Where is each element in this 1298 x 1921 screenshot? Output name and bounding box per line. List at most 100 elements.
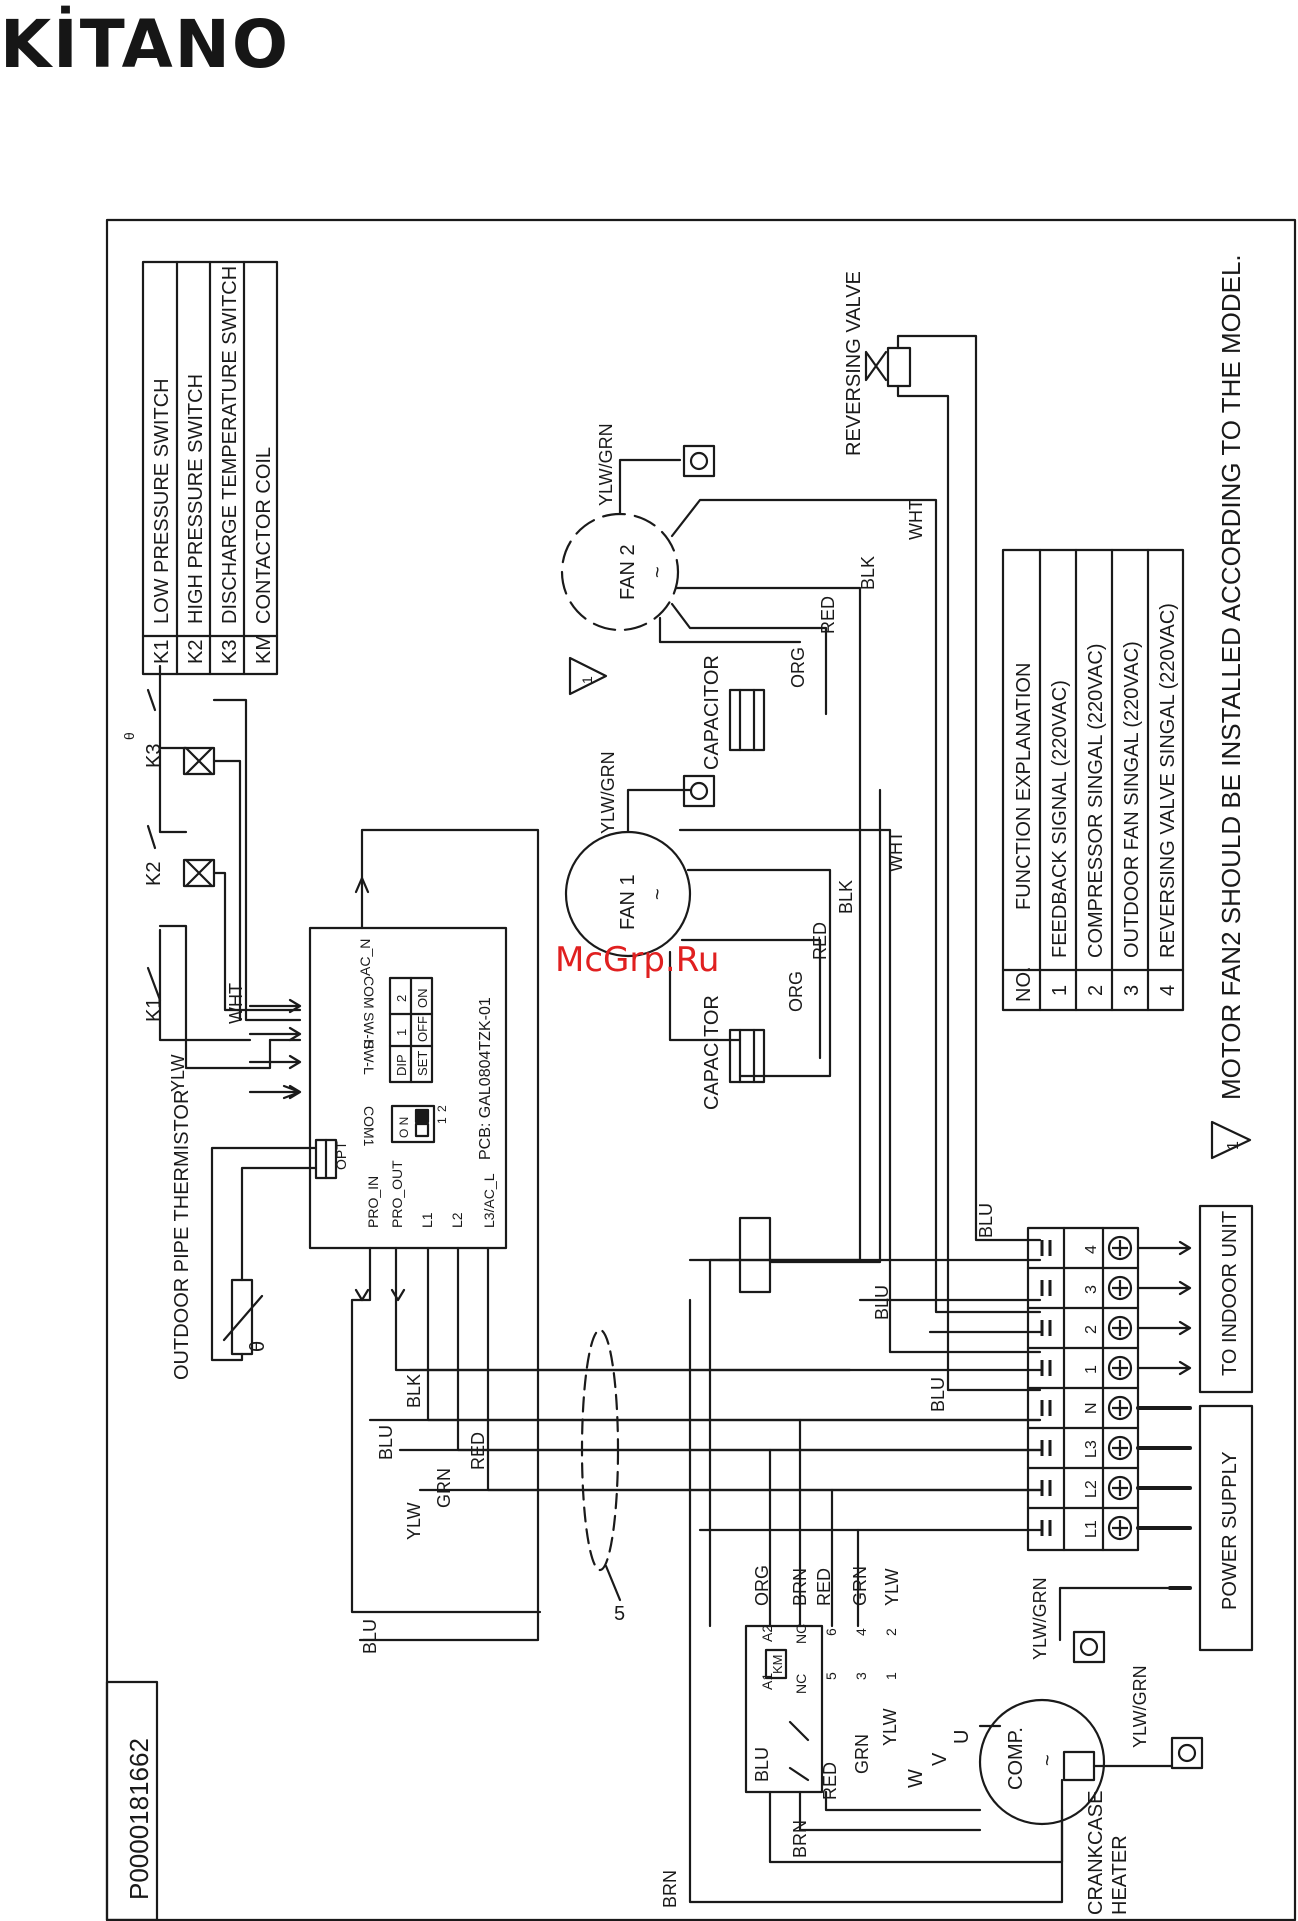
fan2-symbol: ~: [647, 566, 669, 578]
func-row-2-no: 2: [1085, 985, 1107, 996]
wire-label-org-relay: ORG: [752, 1565, 772, 1606]
wire-label-ylwgrn-comp: YLW/GRN: [1130, 1665, 1150, 1748]
warning-icon-fan2: [568, 656, 608, 696]
contactor-t5: 5: [823, 1672, 839, 1680]
power-supply-box: [1198, 1404, 1254, 1652]
legend-desc-k2: HIGH PRESSURE SWITCH: [185, 374, 207, 624]
dip-label: DIP: [394, 1054, 409, 1076]
func-row-3-no: 3: [1121, 985, 1143, 996]
dip-table: [388, 976, 434, 1084]
bundle-leader: [604, 1564, 622, 1602]
fan2-label: FAN 2: [617, 544, 639, 600]
ground-lead: [1058, 1586, 1172, 1642]
ac-n-arrow: [354, 876, 370, 894]
thermistor-symbol: [210, 1146, 318, 1362]
wire-label-red-comp: RED: [820, 1762, 840, 1800]
power-supply-label: POWER SUPPLY: [1219, 1451, 1241, 1610]
wire-label-ylw-comp: YLW: [880, 1708, 900, 1746]
diagram-frame: [105, 218, 1297, 1921]
wire-label-org-fan1: ORG: [786, 971, 806, 1012]
ground-symbols: [682, 444, 1204, 1770]
dip-switch-2: 2: [435, 1105, 449, 1112]
wire-label-ylwgrn-fan2: YLW/GRN: [596, 423, 616, 506]
func-header-desc: FUNCTION EXPLANATION: [1013, 663, 1035, 910]
terminal-screw-cross: [1112, 1240, 1128, 1256]
switch-k3-label: K3: [143, 744, 165, 768]
contactor-a2: A2: [759, 1625, 775, 1642]
legend-code-k2: K2: [185, 640, 207, 664]
wire-label-brn-comp: BRN: [790, 1820, 810, 1858]
thermistor-theta: θ: [247, 1341, 269, 1352]
dip-col-1: 1: [394, 1029, 409, 1036]
terminal-clamp-icon: [1040, 1440, 1052, 1456]
comp-terminal-w: W: [905, 1769, 927, 1788]
pcb-pin-swl: SW-L: [361, 1040, 377, 1075]
wire-label-ylwgrn-fan1: YLW/GRN: [598, 751, 618, 834]
dip-col-2: 2: [394, 995, 409, 1002]
capacitor1-label: CAPACITOR: [701, 995, 723, 1110]
wire-label-red-l3: RED: [468, 1432, 488, 1470]
fan1-label: FAN 1: [617, 874, 639, 930]
fan2-warning-number: 1: [579, 676, 595, 684]
terminal-screw-cross: [1112, 1280, 1128, 1296]
dip-switch: [390, 1104, 436, 1144]
func-row-1-desc: FEEDBACK SIGNAL (220VAC): [1049, 680, 1071, 958]
pcb-pin-swh: SW-H: [361, 1012, 377, 1049]
wire-label-red-fan1: RED: [810, 922, 830, 960]
term-label-2: 2: [1083, 1325, 1100, 1334]
pcb-ac-n: AC_N: [357, 939, 373, 976]
reversing-valve-label: REVERSING VALVE: [843, 271, 865, 456]
terminal-clamp-icon: [1040, 1240, 1052, 1256]
legend-code-k3: K3: [219, 640, 241, 664]
to-indoor-box: [1198, 1204, 1254, 1394]
wire-label-blu-n: BLU: [928, 1377, 948, 1412]
doc-number: P0000181662: [124, 1738, 154, 1900]
watermark: McGrp.Ru: [555, 940, 720, 980]
terminal-screw-icon: [1107, 1395, 1133, 1421]
terminal-clamp-icon: [1040, 1480, 1052, 1496]
contactor-a1: A1: [759, 1673, 775, 1690]
terminal-screw-icon: [1107, 1315, 1133, 1341]
legend-desc-k1: LOW PRESSURE SWITCH: [151, 378, 173, 624]
brand-logo: KİTANO: [0, 6, 291, 83]
terminal-screw-icon: [1107, 1435, 1133, 1461]
terminal-screw-icon: [1107, 1355, 1133, 1381]
terminal-clamp-icon: [1040, 1320, 1052, 1336]
terminal-clamp-icon: [1040, 1280, 1052, 1296]
wire-label-wht-pcb: WHT: [226, 983, 246, 1024]
pcb-pin-arrows: [248, 998, 302, 1100]
wire-label-org-fan2: ORG: [788, 647, 808, 688]
term-label-n: N: [1083, 1402, 1100, 1414]
capacitor2-label: CAPACITOR: [701, 655, 723, 770]
power-leads: [1136, 1406, 1192, 1590]
capacitors: [728, 688, 766, 1084]
wire-label-ylwgrn-ps: YLW/GRN: [1030, 1577, 1050, 1660]
wire-label-wht-fan1: WHT: [886, 831, 906, 872]
term-label-1: 1: [1083, 1365, 1100, 1374]
wire-label-blu-relay: BLU: [752, 1747, 772, 1782]
pcb-opt: OPT: [333, 1141, 349, 1170]
legend-table: [141, 260, 279, 676]
fan-wires: [618, 458, 1042, 1354]
legend-desc-k3: DISCHARGE TEMPERATURE SWITCH: [219, 266, 241, 624]
func-row-1-no: 1: [1049, 985, 1071, 996]
dip-off: OFF: [415, 1016, 430, 1042]
terminal-screw-icon: [1107, 1235, 1133, 1261]
dip-set: SET: [415, 1051, 430, 1076]
note-symbol: 1: [1225, 1141, 1242, 1150]
wire-label-wht-fan2: WHT: [906, 499, 926, 540]
thermistor-label: OUTDOOR PIPE THERMISTOR: [171, 1090, 193, 1380]
crankcase-heater-symbol: [1062, 1750, 1096, 1782]
pcb-model: PCB: GAL0804TZK-01: [477, 997, 494, 1160]
terminal-screw-cross: [1112, 1320, 1128, 1336]
wire-label-brn-relay: BRN: [790, 1568, 810, 1606]
terminal-screw-icon: [1107, 1475, 1133, 1501]
contactor-nc2: NC: [793, 1624, 809, 1644]
wire-label-blu-acn: BLU: [360, 1619, 380, 1654]
compressor-label: COMP.: [1005, 1727, 1027, 1790]
warning-icon-note: [1210, 1120, 1252, 1160]
wire-label-grn-relay: GRN: [850, 1566, 870, 1606]
terminal-screw-cross: [1112, 1480, 1128, 1496]
wire-label-blu-2: BLU: [872, 1285, 892, 1320]
